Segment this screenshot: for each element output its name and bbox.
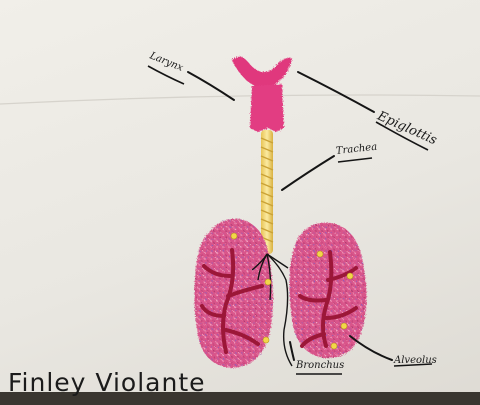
epiglottis-model [232,56,292,87]
trachea-model [261,130,273,254]
board-crease [0,95,480,104]
label-bronchus: Bronchus [296,360,344,371]
larynx-model [250,84,284,132]
student-name: Finley Violante [8,368,206,397]
label-alveolus: Alveolus [394,355,437,366]
